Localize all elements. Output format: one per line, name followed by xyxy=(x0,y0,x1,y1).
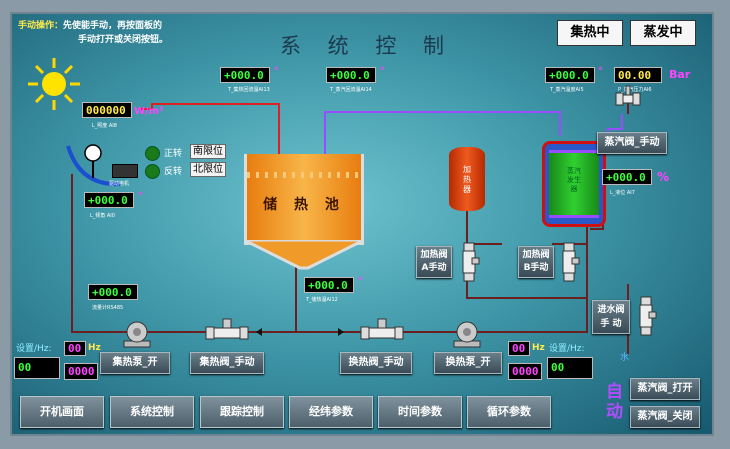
left-setting-label: 设置/Hz: xyxy=(16,344,52,354)
exchange-pump-on-button[interactable]: 换热泵_开 xyxy=(434,352,502,374)
solar-collector-icon xyxy=(66,144,121,187)
ai13-display: +000.0 xyxy=(220,67,270,83)
right-frequency-display: 00 xyxy=(508,341,530,356)
heat-valve-a-button[interactable]: 加热阀 A手动 xyxy=(416,246,452,278)
steam-generator-label: 蒸汽发生器 xyxy=(567,167,581,193)
ai17-label: L_液位 AI7 xyxy=(610,190,635,196)
steam-valve-icon xyxy=(615,85,641,106)
nav-startup-screen[interactable]: 开机画面 xyxy=(20,396,104,428)
heat-valve-b-button[interactable]: 加热阀 B手动 xyxy=(518,246,554,278)
nav-latlong-params[interactable]: 经纬参数 xyxy=(289,396,373,428)
manual-hint: 手动操作：先使能手动，再按面板的 手动打开或关闭按钮。 xyxy=(18,19,218,47)
ai16-unit: Bar xyxy=(669,68,691,81)
rs485-label: 流量计RS485 xyxy=(92,305,124,311)
watermark: Touch xyxy=(706,20,714,101)
forward-label: 正转 xyxy=(164,149,183,159)
ai14-display: +000.0 xyxy=(326,67,376,83)
hint-line1: 先使能手动，再按面板的 xyxy=(63,21,163,31)
heater-label: 加热器 xyxy=(463,165,471,194)
page-title: 系 统 控 制 xyxy=(280,34,455,58)
water-label: 水 xyxy=(620,353,630,363)
ai14-unit: ° xyxy=(380,66,385,77)
hint-line2: 手动打开或关闭按钮。 xyxy=(78,35,169,45)
ai16-display: 00.00 xyxy=(614,67,662,83)
forward-indicator xyxy=(145,146,160,161)
ai17-unit: % xyxy=(657,170,670,184)
heat-pump-on-button[interactable]: 集热泵_开 xyxy=(100,352,170,374)
ai15-label: T_蒸汽温度AI5 xyxy=(550,87,584,93)
nav-time-params[interactable]: 时间参数 xyxy=(378,396,462,428)
sun-icon xyxy=(28,58,80,110)
steam-valve-close-button[interactable]: 蒸汽阀_关闭 xyxy=(630,406,700,428)
right-setting-label: 设置/Hz: xyxy=(549,344,585,354)
south-limit-label: 南限位 xyxy=(190,144,226,159)
heat-valve-b-icon xyxy=(562,242,580,282)
storage-tank: 储 热 池 xyxy=(244,154,364,245)
exchange-valve-manual-button[interactable]: 换热阀_手动 xyxy=(340,352,412,374)
heater: 加热器 xyxy=(449,147,485,211)
left-setting-input[interactable]: 00 xyxy=(14,357,60,379)
right-frequency-unit: Hz xyxy=(532,343,545,353)
rs485-display: +000.0 xyxy=(88,284,138,300)
right-count-display: 0000 xyxy=(508,363,542,380)
heating-status-button[interactable]: 集热中 xyxy=(557,20,623,46)
storage-tank-label: 储 热 池 xyxy=(263,197,345,213)
nav-cycle-params[interactable]: 循环参数 xyxy=(467,396,551,428)
heat-valve-a-icon xyxy=(462,242,480,282)
ai16-label: P_蒸汽压力AI6 xyxy=(618,87,652,93)
heat-valve-manual-button[interactable]: 集热阀_手动 xyxy=(190,352,264,374)
inlet-valve-icon xyxy=(639,296,657,336)
reverse-label: 反转 xyxy=(164,167,183,177)
ai18-label: L_照度 AI8 xyxy=(92,123,117,129)
ai10-label: L_倾角 AI0 xyxy=(90,213,115,219)
left-frequency-display: 00 xyxy=(64,341,86,356)
auto-label: 自动 xyxy=(606,382,623,422)
hint-prefix: 手动操作： xyxy=(18,21,64,31)
right-setting-input[interactable]: 00 xyxy=(547,357,593,379)
north-limit-label: 北限位 xyxy=(190,162,226,177)
ai18-display: 000000 xyxy=(82,102,132,118)
ai13-unit: ° xyxy=(274,66,279,77)
ai14-label: T_蒸汽回流温AI14 xyxy=(330,87,372,93)
drive-motor-icon xyxy=(112,164,138,178)
screen: 手动操作：先使能手动，再按面板的 手动打开或关闭按钮。 系 统 控 制 Touc… xyxy=(10,12,714,436)
ai12-label: T_储热温AI12 xyxy=(306,297,338,303)
ai12-unit: ° xyxy=(358,276,363,287)
left-count-display: 0000 xyxy=(64,363,98,380)
inlet-valve-button[interactable]: 进水阀 手 动 xyxy=(592,300,630,334)
steam-valve-manual-button[interactable]: 蒸汽阀_手动 xyxy=(597,132,667,154)
exchange-valve-icon xyxy=(360,318,404,340)
ai17-display: +000.0 xyxy=(602,169,652,185)
steam-valve-open-button[interactable]: 蒸汽阀_打开 xyxy=(630,378,700,400)
heat-pump-icon xyxy=(123,321,151,348)
left-frequency-unit: Hz xyxy=(88,343,101,353)
drive-motor-label: 驱动电机 xyxy=(109,181,130,187)
ai13-label: T_集热回流温AI13 xyxy=(228,87,270,93)
evaporating-status-button[interactable]: 蒸发中 xyxy=(630,20,696,46)
ai15-unit: ° xyxy=(598,66,603,77)
nav-system-control[interactable]: 系统控制 xyxy=(110,396,194,428)
heat-valve-icon xyxy=(205,318,249,340)
ai12-display: +000.0 xyxy=(304,277,354,293)
ai10-unit: ° xyxy=(138,191,143,202)
storage-tank-cone xyxy=(244,240,364,270)
ai18-unit: W/m² xyxy=(134,106,164,117)
exchange-pump-icon xyxy=(453,321,481,348)
reverse-indicator xyxy=(145,164,160,179)
nav-tracking-control[interactable]: 跟踪控制 xyxy=(200,396,284,428)
ai10-display: +000.0 xyxy=(84,192,134,208)
ai15-display: +000.0 xyxy=(545,67,595,83)
